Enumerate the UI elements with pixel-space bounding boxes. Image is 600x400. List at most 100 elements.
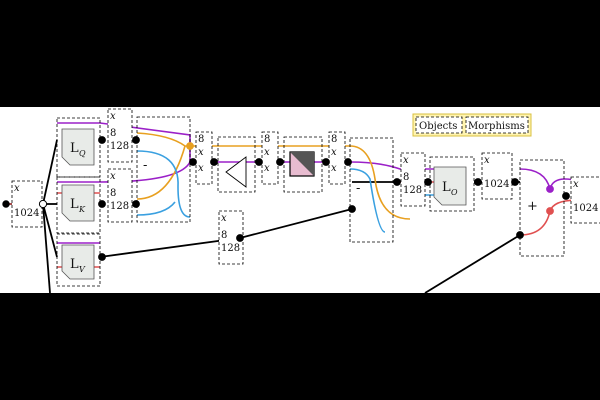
legend-morphisms: Morphisms	[468, 121, 525, 132]
node-plus-purple	[546, 185, 554, 193]
node-attn-mid-a	[255, 158, 263, 166]
input-size: 1024	[14, 208, 39, 219]
after-k-size-a: 8	[110, 188, 116, 199]
attention-string-diagram: L Q L K L V L O - - + x 1024 x 8 128 x 8…	[2, 108, 600, 293]
node-attn-mid-b	[276, 158, 284, 166]
op-lo[interactable]: L O	[433, 166, 467, 206]
node-attn-out-a	[322, 158, 330, 166]
tensor-input-box	[11, 180, 43, 228]
box-triangle	[217, 136, 256, 193]
node-pre-out-b	[424, 178, 432, 186]
diagram-canvas: L Q L K L V L O - - + x 1024 x 8 128 x 8…	[0, 107, 600, 293]
attn-in-size: 8	[198, 134, 204, 145]
box-lq-group	[56, 117, 101, 178]
tensor-labels: x 1024 x 8 128 x 8 128 x 8 128 8 x x 8 x…	[14, 111, 598, 254]
op-lq[interactable]: L Q	[61, 128, 95, 166]
box-reshape	[136, 116, 191, 223]
attn-mid-axis-a: x	[264, 147, 270, 158]
box-lo-group	[429, 156, 475, 212]
legend-objects: Objects	[419, 121, 457, 132]
node-attn-in-b	[210, 158, 218, 166]
attn-out-size: 8	[331, 134, 337, 145]
wire-purple-k	[57, 161, 191, 183]
node-k-reshape	[132, 200, 140, 208]
attn-mid-axis-b: x	[264, 163, 270, 174]
op-minus-bottom: -	[356, 181, 360, 196]
tensor-after-q-box	[107, 108, 133, 163]
legend-morphisms-swatch	[465, 116, 529, 134]
node-residual-in	[516, 231, 524, 239]
post-out-axis: x	[484, 155, 490, 166]
value-size-a: 8	[221, 230, 227, 241]
pre-out-axis: x	[403, 155, 409, 166]
tensor-attn-out-box	[328, 131, 346, 185]
wire-to-lv	[42, 203, 58, 258]
result-axis: x	[573, 179, 579, 190]
wire-purple-out	[349, 161, 440, 170]
value-size-b: 128	[221, 243, 240, 254]
box-merge	[349, 137, 394, 243]
after-q-size-a: 8	[110, 128, 116, 139]
node-post-out-a	[474, 178, 482, 186]
after-k-size-b: 128	[110, 201, 129, 212]
op-lk[interactable]: L K	[61, 184, 95, 222]
op-lq-sub: Q	[79, 149, 86, 158]
legend-objects-swatch	[415, 116, 463, 134]
node-pre-out-a	[393, 178, 401, 186]
node-lk-out	[98, 200, 106, 208]
node-plus-red	[546, 207, 554, 215]
wire-blue-out	[349, 168, 386, 233]
wire-residual-down	[42, 203, 51, 293]
op-lk-label: L	[70, 197, 79, 212]
op-plus: +	[527, 199, 538, 214]
attn-in-axis-a: x	[198, 147, 204, 158]
node-lv-out	[98, 253, 106, 261]
op-minus-top: -	[143, 158, 147, 173]
tensor-post-out-box	[481, 152, 513, 200]
legend: Objects Morphisms	[412, 113, 532, 137]
tensor-result-box	[570, 176, 600, 224]
after-k-axis: x	[110, 171, 116, 182]
post-out-size: 1024	[484, 179, 509, 190]
input-axis: x	[14, 183, 20, 194]
op-lq-label: L	[70, 141, 79, 156]
attn-in-axis-b: x	[198, 163, 204, 174]
result-size: 1024	[573, 203, 598, 214]
node-value-merge	[348, 205, 356, 213]
node-split	[38, 199, 48, 209]
op-lo-sub: O	[451, 188, 458, 197]
node-value	[236, 234, 244, 242]
attn-mid-size: 8	[264, 134, 270, 145]
tensor-attn-in-box	[195, 131, 213, 185]
attn-out-axis-a: x	[331, 147, 337, 158]
after-q-axis: x	[110, 111, 116, 122]
tensor-after-k-box	[107, 168, 133, 223]
node-q-reshape	[132, 136, 140, 144]
op-shade-square[interactable]	[289, 151, 315, 177]
box-shade	[283, 136, 323, 193]
node-attn-in-a	[189, 158, 197, 166]
node-attn-out-b	[344, 158, 352, 166]
node-orange-join	[186, 142, 194, 150]
op-lv[interactable]: L V	[61, 244, 95, 280]
tensor-pre-out-box	[400, 152, 426, 207]
op-lk-sub: K	[78, 205, 86, 214]
op-lv-sub: V	[79, 265, 86, 274]
node-post-out-b	[511, 178, 519, 186]
wires	[6, 122, 600, 293]
value-axis: x	[221, 213, 227, 224]
wire-orange	[136, 132, 411, 220]
op-triangle[interactable]	[225, 156, 247, 188]
node-input-start	[2, 200, 10, 208]
wire-blue-q	[136, 150, 191, 218]
wire-blue-k	[136, 201, 176, 216]
pre-out-size-a: 8	[403, 172, 409, 183]
pre-out-size-b: 128	[403, 185, 422, 196]
after-q-size-b: 128	[110, 141, 129, 152]
nodes	[2, 136, 570, 261]
wire-residual-up	[424, 234, 521, 293]
box-plus-group	[519, 159, 565, 257]
op-lv-label: L	[70, 257, 79, 272]
node-lq-out	[98, 136, 106, 144]
box-lv-group	[56, 233, 101, 287]
